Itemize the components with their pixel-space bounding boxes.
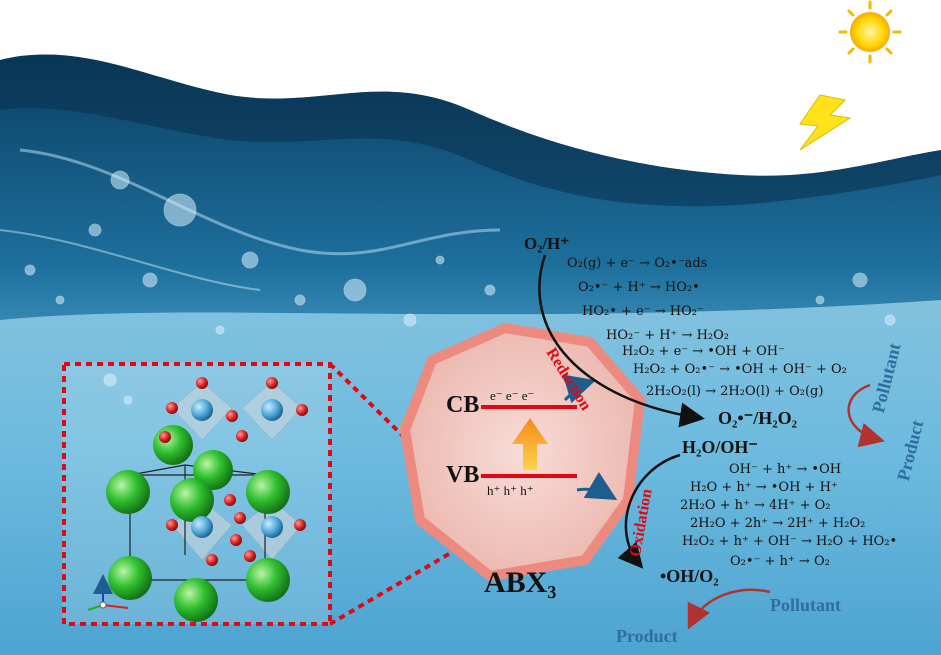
lower-product-label: Product <box>616 626 678 646</box>
vb-label: VB <box>446 462 480 488</box>
cb-electrons: e⁻ e⁻ e⁻ <box>490 388 535 403</box>
excitation-arrow <box>512 418 548 470</box>
hole-transfer-arrow <box>576 471 618 501</box>
oxidation-reactant: H₂O/OH⁻ <box>682 437 758 457</box>
reduction-reactant: O₂/H⁺ <box>524 234 570 253</box>
vb-holes: h⁺ h⁺ h⁺ <box>487 483 534 498</box>
lightning-icon <box>799 94 852 151</box>
reduction-equation: H₂O₂ + e⁻ → •OH + OH⁻ <box>622 344 785 359</box>
reduction-equation: O₂•⁻ + H⁺ → HO₂• <box>578 280 700 295</box>
cb-label: CB <box>446 392 480 418</box>
reduction-equation: H₂O₂ + O₂•⁻ → •OH + OH⁻ + O₂ <box>633 362 847 377</box>
lower-pollutant-label: Pollutant <box>770 595 842 615</box>
oxidation-equation: O₂•⁻ + h⁺ → O₂ <box>730 554 830 569</box>
upper-cycle-arrow <box>847 383 885 448</box>
lower-cycle-arrow <box>687 588 771 630</box>
oxidation-equation: 2H₂O + 2h⁺ → 2H⁺ + H₂O₂ <box>690 516 866 531</box>
reduction-product: O₂•⁻/H₂O₂ <box>718 408 797 428</box>
bubbles <box>24 170 896 405</box>
reduction-equation: O₂(g) + e⁻ → O₂•⁻ads <box>567 256 708 271</box>
oxidation-equation: H₂O + h⁺ → •OH + H⁺ <box>690 480 838 495</box>
crystal-structure <box>62 362 330 624</box>
perovskite-formula: ABX₃ <box>484 566 557 599</box>
oxidation-arrow <box>617 453 681 569</box>
perovskite-particle <box>399 322 646 582</box>
reduction-equation: HO₂⁻ + H⁺ → H₂O₂ <box>606 328 729 343</box>
sun-icon <box>838 0 902 64</box>
oxidation-equation: 2H₂O + h⁺ → 4H⁺ + O₂ <box>680 498 831 513</box>
reduction-equation: 2H₂O₂(l) → 2H₂O(l) + O₂(g) <box>646 384 824 399</box>
oxidation-equation: OH⁻ + h⁺ → •OH <box>729 462 842 477</box>
electron-transfer-arrow <box>562 374 596 404</box>
reduction-equation: HO₂• + e⁻ → HO₂⁻ <box>582 304 704 319</box>
reduction-arrow <box>538 254 705 428</box>
oxidation-product: •OH/O₂ <box>660 566 719 586</box>
oxidation-equation: H₂O₂ + h⁺ + OH⁻ → H₂O + HO₂• <box>682 534 898 549</box>
